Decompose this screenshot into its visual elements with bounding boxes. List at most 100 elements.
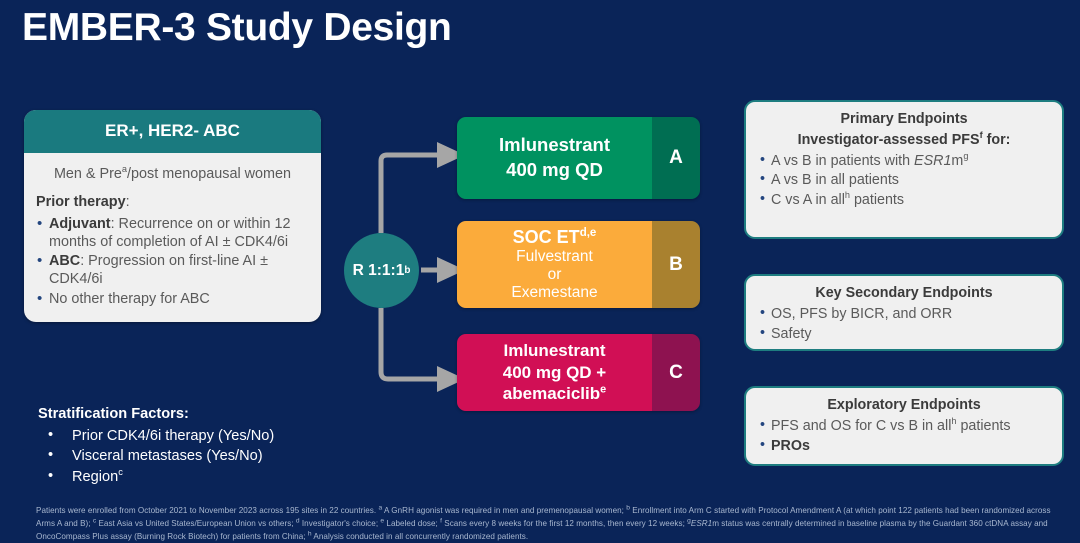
arm-b-title-text: SOC ET [512,226,580,247]
population-header: ER+, HER2- ABC [24,110,321,153]
population-intro-sup: a [121,164,128,175]
stratification-item-2: Region [72,469,119,486]
list-item: Visceral metastases (Yes/No) [38,445,348,467]
footnote-1c: Enrollment into Arm C started with Proto… [36,506,1051,529]
exploratory-item-0-pre: PFS and OS for C vs B in all [771,418,952,435]
footnote-3h: Analysis conducted in all concurrently r… [311,532,529,542]
list-item: ABC: Progression on first-line AI ± CDK4… [36,251,309,289]
stratification-item-0: Prior CDK4/6i therapy (Yes/No) [72,427,275,444]
prior-therapy-label: Prior therapy: [36,193,309,214]
bullet-text-1: : Progression on first-line AI ± CDK4/6i [49,253,269,288]
population-body: Men & Prea/post menopausal women Prior t… [24,153,321,322]
footnote-sup-e: e [380,517,385,525]
arm-b-sub1: Fulvestrant [516,248,593,266]
secondary-item-1: Safety [771,325,812,342]
arm-b-letter: B [652,221,700,308]
footnote-sup-g: g [687,517,691,525]
arm-c-line2: 400 mg QD + [502,362,607,382]
primary-endpoints-card: Primary Endpoints Investigator-assessed … [744,100,1064,239]
footnote-sup-d: d [295,517,300,525]
exploratory-item-1-pre: PROs [771,437,810,454]
footnotes: Patients were enrolled from October 2021… [36,504,1056,543]
treatment-arm-c: Imlunestrant 400 mg QD + abemaciclibe C [457,334,700,411]
primary-endpoints-title: Primary Endpoints [840,111,968,127]
primary-item-2-pre: C vs A in all [771,191,845,208]
exploratory-endpoints-title: Exploratory Endpoints [827,397,981,413]
arm-b-title: SOC ETd,e [513,227,597,249]
list-item: A vs B in all patients [759,170,1049,190]
footnote-sup-a: a [378,504,383,512]
page-title: EMBER-3 Study Design [22,6,452,49]
secondary-item-0: OS, PFS by BICR, and ORR [771,306,953,323]
primary-item-0-post: m [951,152,964,169]
treatment-arm-a: Imlunestrant 400 mg QD A [457,117,700,199]
footnote-2g: m status was centrally determined in bas… [36,519,1048,542]
population-bullet-list: Adjuvant: Recurrence on or within 12 mon… [36,214,309,308]
stratification-item-1: Visceral metastases (Yes/No) [72,448,263,465]
footnote-sup-h: h [307,530,312,538]
key-secondary-endpoints-card: Key Secondary Endpoints OS, PFS by BICR,… [744,274,1064,351]
arm-b-content: SOC ETd,e Fulvestrant or Exemestane [457,221,652,308]
footnote-2d: Investigator's choice; [299,519,381,529]
list-item: A vs B in patients with ESR1mg [759,151,1049,171]
footnote-1a: Patients were enrolled from October 2021… [36,506,379,515]
bullet-bold-1: ABC [49,253,81,270]
primary-item-0-sup: g [963,151,969,162]
bullet-text-0: : Recurrence on or within 12 months of c… [49,215,291,250]
primary-subtitle-post: for: [982,132,1011,149]
stratification-factors: Stratification Factors: Prior CDK4/6i th… [38,404,348,488]
arm-a-letter: A [652,117,700,199]
primary-item-0-pre: A vs B in patients with [771,152,915,169]
arrow-to-arm-c [378,308,465,392]
list-item: C vs A in allh patients [759,189,1049,210]
treatment-arm-b: SOC ETd,e Fulvestrant or Exemestane B [457,221,700,308]
footnote-2c: East Asia vs United States/European Unio… [96,519,296,529]
secondary-endpoints-list: OS, PFS by BICR, and ORR Safety [759,304,1049,344]
exploratory-endpoints-list: PFS and OS for C vs B in allh patients P… [759,416,1049,456]
primary-item-2-sup: h [844,189,850,200]
list-item: Prior CDK4/6i therapy (Yes/No) [38,425,348,447]
footnote-sup-c: c [92,517,97,525]
arm-a-line2: 400 mg QD [506,159,603,180]
prior-therapy-text: Prior therapy [36,194,126,211]
list-item: No other therapy for ABC [36,289,309,308]
population-intro-line2: /post menopausal women [127,166,292,182]
arm-b-sub3: Exemestane [511,284,598,302]
primary-endpoints-subtitle: Investigator-assessed PFSf for: [759,131,1049,150]
footnote-2e: Labeled dose; [384,519,441,529]
primary-item-1-pre: A vs B in all patients [771,172,899,189]
population-intro: Men & Prea/post menopausal women [36,163,309,193]
stratification-title: Stratification Factors: [38,406,189,422]
footnote-1b: A GnRH agonist was required in men and p… [382,506,627,515]
bullet-text-2: No other therapy for ABC [49,290,210,307]
exploratory-item-0-sup: h [951,416,957,427]
arm-c-letter: C [652,334,700,411]
arm-a-line1: Imlunestrant [498,134,611,156]
arrow-to-arm-a [378,142,465,233]
arm-b-title-sup: d,e [579,226,597,239]
footnote-sup-f: f [440,517,442,525]
arm-c-line3-text: abemaciclib [502,384,601,404]
bullet-bold-0: Adjuvant [49,215,111,232]
randomization-label: R 1:1:1 [352,261,405,279]
primary-subtitle-sup: f [979,130,983,141]
footnote-sup-b: b [626,504,630,512]
stratification-item-2-sup: c [118,467,123,478]
prior-therapy-colon: : [125,194,130,211]
list-item: OS, PFS by BICR, and ORR [759,304,1049,324]
population-card: ER+, HER2- ABC Men & Prea/post menopausa… [24,110,321,322]
arm-a-content: Imlunestrant 400 mg QD [457,117,652,199]
arm-c-line3-sup: e [600,383,607,396]
footnote-2g-italic: ESR1 [690,519,713,529]
primary-subtitle-pre: Investigator-assessed PFS [797,132,980,149]
exploratory-item-0-post: patients [956,418,1011,435]
list-item: Safety [759,324,1049,344]
list-item: PFS and OS for C vs B in allh patients [759,416,1049,436]
arm-c-content: Imlunestrant 400 mg QD + abemaciclibe [457,334,652,411]
population-intro-line1: Men & Pre [53,166,122,182]
primary-item-2-post: patients [850,191,905,208]
arm-b-sub2: or [547,266,562,284]
footnote-2f: Scans every 8 weeks for the first 12 mon… [441,519,688,529]
